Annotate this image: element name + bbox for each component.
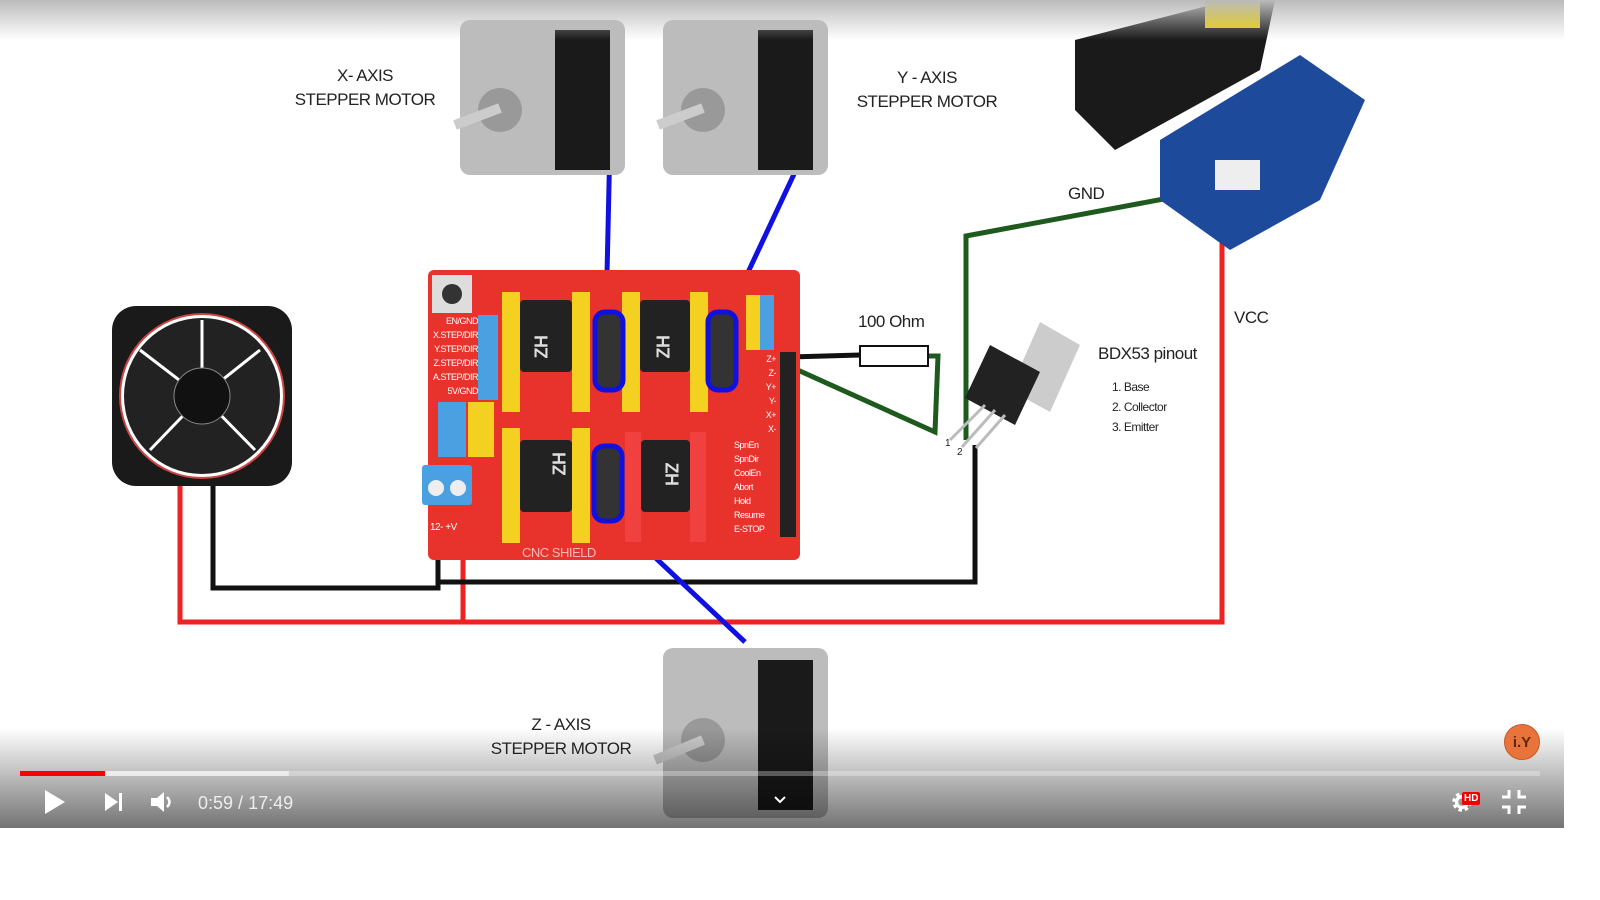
time-separator: / [233,793,249,813]
chevron-down-icon [774,796,786,804]
hd-badge: HD [1462,792,1481,805]
wire-gnd-fan [210,485,441,591]
buffered-bar [20,771,290,776]
endstop-labels: Z+Z-Y+Y-X+X- [765,354,777,434]
volume-icon [151,792,171,812]
top-gradient [0,0,1564,40]
vcc-label: VCC [1234,308,1269,327]
wires [177,138,1225,644]
driver-z-text: ZH [549,452,570,476]
volume-button[interactable] [144,784,180,820]
chevron-down-button[interactable] [766,788,794,812]
resistor-label: 100 Ohm [858,312,925,331]
play-icon [45,790,65,814]
y-axis-motor [656,20,828,175]
next-button[interactable] [96,784,132,820]
duration: 17:49 [248,793,294,813]
wire-resistor [789,352,861,360]
controls-gradient [0,728,1564,828]
channel-watermark[interactable]: i.Y [1504,724,1540,760]
driver-x-text: ZH [531,335,552,359]
driver-y-text: ZH [653,335,674,359]
video-frame [112,0,1365,818]
board-label: CNC SHIELD [522,545,596,560]
cnc-shield-board [422,270,800,560]
pin1-label: 1 [945,438,951,449]
progress-bar[interactable] [20,771,1540,776]
transistor-title: BDX53 pinout [1098,344,1197,363]
wire-gnd-laser [963,192,1186,440]
played-bar [20,771,106,776]
resistor [859,345,929,367]
wire-gnd-transistor [440,445,978,585]
exit-fullscreen-button[interactable] [1496,784,1532,820]
next-icon [105,793,122,811]
driver-a-text: ZH [661,462,682,486]
x-axis-motor [453,20,625,175]
wire-base [778,353,941,436]
current-time: 0:59 [198,793,234,813]
power-label: 12- +V [430,522,457,533]
time-display: 0:59 / 17:49 [198,790,293,816]
wire-vcc [177,232,1225,625]
play-button[interactable] [36,784,72,820]
cooling-fan [112,306,292,486]
exit-fullscreen-icon [1502,790,1526,814]
bdx53-transistor [948,322,1080,449]
pin2-label: 2 [957,447,963,458]
gnd-label: GND [1068,184,1105,203]
